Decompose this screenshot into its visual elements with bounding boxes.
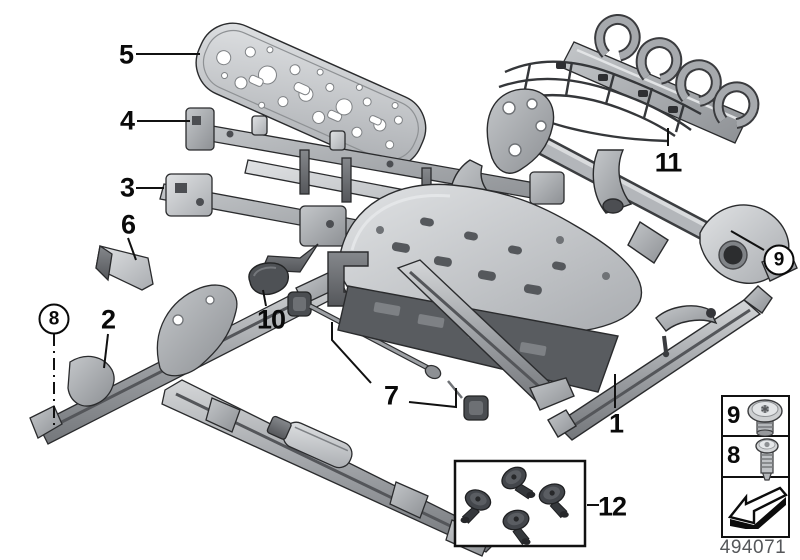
callout-10: 10 <box>256 304 286 335</box>
callout-1: 1 <box>608 408 624 439</box>
legend-row-screw-8: 8 <box>723 437 788 481</box>
part-1-seat-frame <box>327 88 798 441</box>
legend-row-direction <box>723 478 788 536</box>
callout-2: 2 <box>100 304 116 335</box>
part-12-screw-set-box <box>453 459 587 548</box>
leader-7a <box>331 322 372 384</box>
leader-9 <box>730 230 765 251</box>
torx-pan-head-screw-icon <box>747 399 783 437</box>
part-10-cap <box>248 262 289 296</box>
callout-11: 11 <box>654 147 683 178</box>
fastener-legend: 9 8 <box>721 395 790 538</box>
legend-row-screw-9: 9 <box>723 397 788 438</box>
part-5-trim-panel <box>195 22 427 169</box>
callout-12: 12 <box>597 491 627 522</box>
legend-label-8: 8 <box>727 442 741 470</box>
callout-9-circled: 9 <box>763 244 795 276</box>
callout-5: 5 <box>118 39 134 70</box>
leader-lines <box>53 53 765 506</box>
leader-10 <box>262 289 267 307</box>
callout-4: 4 <box>119 105 135 136</box>
front-left-direction-arrow-icon <box>727 486 788 529</box>
drawing-number: 494071 <box>719 537 787 558</box>
leader-7b <box>408 388 457 409</box>
callout-6: 6 <box>120 209 136 240</box>
leader-6 <box>127 237 137 261</box>
part-6-cover <box>95 244 154 291</box>
callout-3: 3 <box>119 172 135 203</box>
callout-7: 7 <box>383 380 399 411</box>
callout-8-circled: 8 <box>38 303 70 335</box>
legend-label-9: 9 <box>727 402 741 430</box>
part-11-spring-mat <box>498 17 758 144</box>
torx-cheese-head-screw-icon <box>755 438 779 481</box>
leader-2 <box>103 333 109 369</box>
